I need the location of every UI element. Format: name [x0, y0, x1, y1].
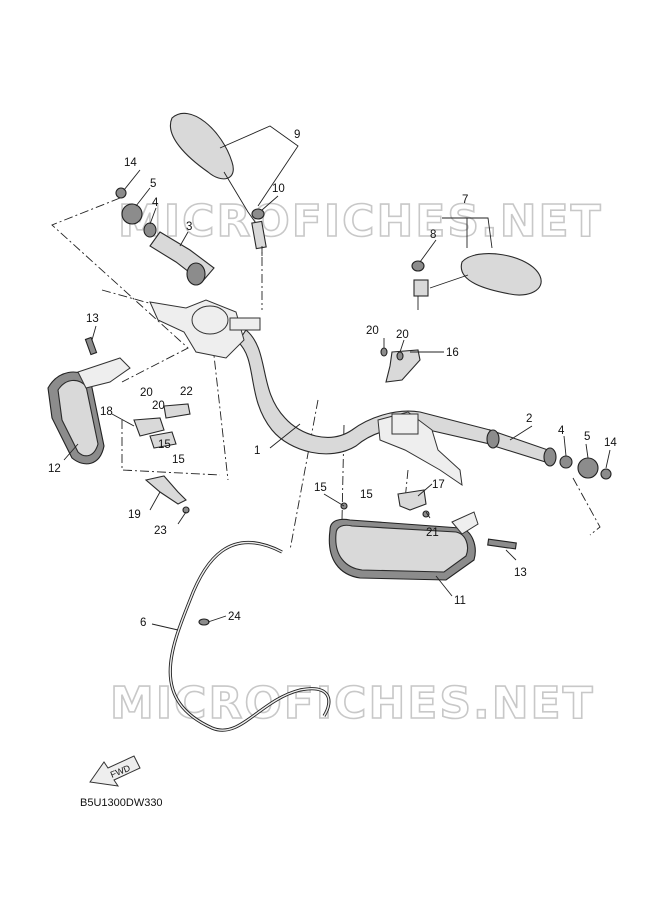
callout-10: 10	[272, 183, 285, 195]
callout-2: 2	[526, 413, 532, 425]
fwd-arrow-icon: FWD	[89, 755, 141, 787]
callout-15-left-b: 15	[172, 454, 185, 466]
right-bar-end-weight	[577, 457, 599, 479]
callout-17: 17	[432, 479, 445, 491]
callout-15-right-a: 15	[314, 482, 327, 494]
bolt-13-right	[487, 538, 517, 550]
callout-23: 23	[154, 525, 167, 537]
callout-22: 22	[180, 386, 193, 398]
right-grip-end-right	[543, 447, 557, 467]
watermark-top: MICROFICHES.NET	[118, 196, 603, 247]
callout-13-right: 13	[514, 567, 527, 579]
callout-16: 16	[446, 347, 459, 359]
callout-19: 19	[128, 509, 141, 521]
callout-15-left-a: 15	[158, 439, 171, 451]
dashed-reference-lines	[51, 197, 601, 551]
callout-9: 9	[294, 129, 300, 141]
callout-24: 24	[228, 611, 241, 623]
right-bar-end-collar	[559, 455, 573, 469]
callout-3: 3	[186, 221, 192, 233]
right-grip	[489, 429, 553, 465]
left-mirror	[169, 112, 267, 256]
callout-20-right-b: 20	[396, 329, 409, 341]
bolt-23	[182, 506, 190, 514]
bracket-16	[385, 349, 421, 383]
callout-5-left: 5	[150, 178, 156, 190]
clamp-18-group	[133, 403, 191, 449]
callout-13-left: 13	[86, 313, 99, 325]
diagram-code: B5U1300DW330	[80, 797, 163, 809]
bolt-13-left	[84, 336, 98, 356]
callout-8: 8	[430, 229, 436, 241]
clamp-19	[144, 475, 187, 505]
callout-21: 21	[426, 527, 439, 539]
callout-leaders	[63, 125, 611, 631]
left-lever-assembly	[149, 299, 261, 359]
callout-4-right: 4	[558, 425, 565, 437]
callout-20-left-a: 20	[140, 387, 153, 399]
bolt-20-right-b	[396, 351, 404, 361]
watermark-bottom: MICROFICHES.NET	[110, 678, 595, 729]
throttle-cable-inner	[169, 541, 330, 731]
callout-7: 7	[462, 194, 468, 206]
bolt-21	[422, 510, 430, 518]
callout-4-left: 4	[152, 197, 159, 209]
right-lever-assembly	[377, 411, 463, 487]
cable-clip-24	[198, 618, 210, 626]
left-bar-end-screw	[115, 187, 127, 199]
right-hand-guard	[328, 511, 479, 581]
callout-1: 1	[254, 445, 260, 457]
callout-5-right: 5	[584, 431, 590, 443]
callout-18: 18	[100, 406, 113, 418]
right-grip-end-left	[486, 429, 500, 449]
left-bar-end-collar	[143, 222, 157, 238]
left-hand-guard	[47, 357, 131, 465]
callout-11: 11	[454, 595, 466, 607]
callout-20-right-a: 20	[366, 325, 379, 337]
right-bar-end-screw	[600, 468, 612, 480]
callout-14-left: 14	[124, 157, 137, 169]
callout-6: 6	[140, 617, 146, 629]
left-grip-end	[186, 262, 206, 286]
callout-20-left-b: 20	[152, 400, 165, 412]
callout-15-right-b: 15	[360, 489, 373, 501]
callout-14-right: 14	[604, 437, 617, 449]
left-bar-end-weight	[121, 203, 143, 225]
bolt-20-right-a	[380, 347, 388, 357]
right-mirror	[411, 253, 542, 310]
callout-12: 12	[48, 463, 61, 475]
